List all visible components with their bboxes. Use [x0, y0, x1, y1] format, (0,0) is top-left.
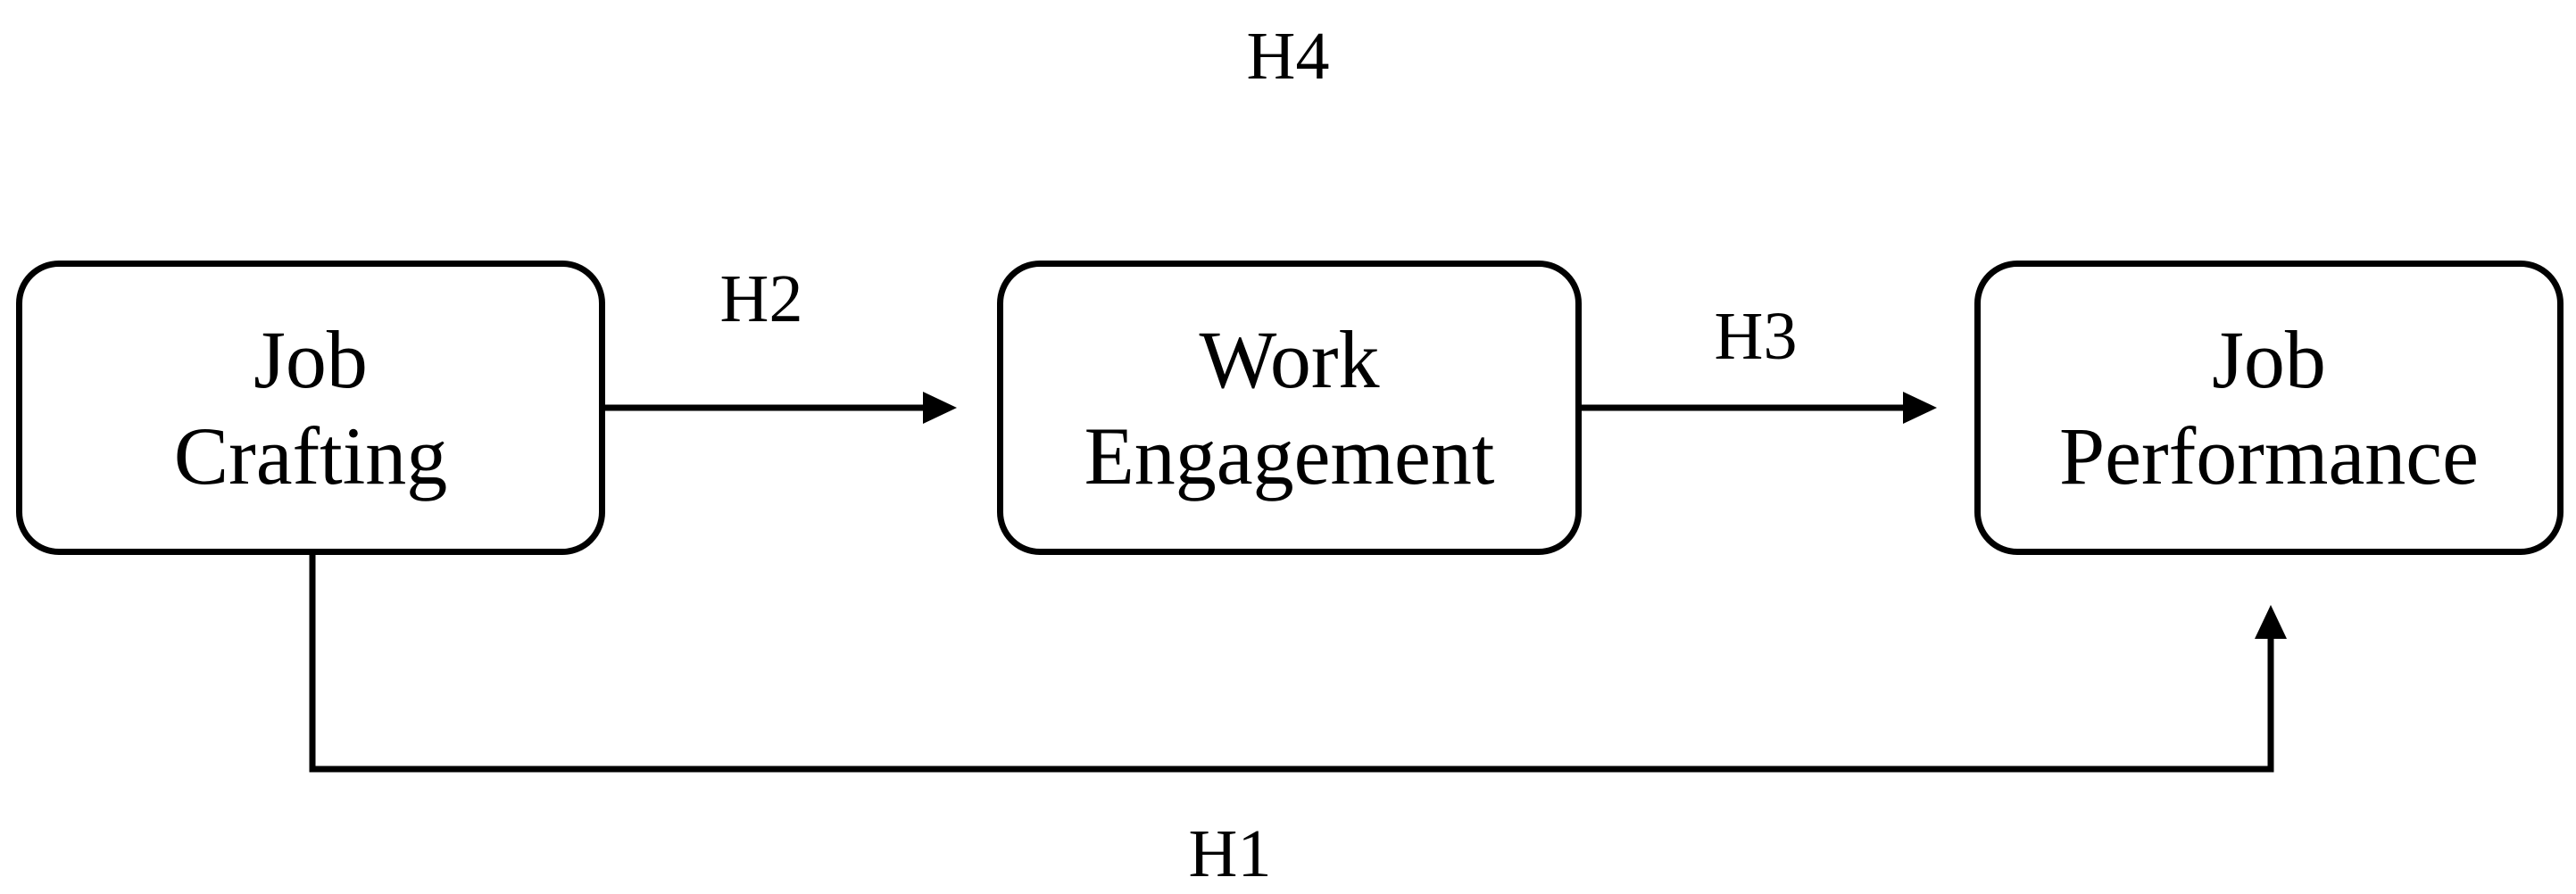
node-work-engagement-line-2: Engagement	[1084, 410, 1495, 501]
node-work-engagement: Work Engagement	[997, 261, 1582, 555]
arrow-h1	[309, 555, 2287, 773]
node-work-engagement-line-1: Work	[1199, 314, 1380, 405]
label-h1: H1	[1188, 816, 1272, 891]
node-job-crafting-line-2: Crafting	[173, 410, 448, 501]
label-h2: H2	[719, 261, 803, 336]
arrow-h1-path	[309, 555, 2274, 773]
node-job-crafting-line-1: Job	[253, 314, 368, 405]
arrow-h2	[605, 392, 957, 424]
arrow-h3-head	[1903, 392, 1937, 424]
node-job-crafting: Job Crafting	[16, 261, 605, 555]
node-job-performance-line-2: Performance	[2059, 410, 2479, 501]
label-h3: H3	[1714, 299, 1798, 374]
arrow-h1-head	[2255, 605, 2287, 639]
label-h4: H4	[1246, 19, 1330, 94]
node-job-performance-line-1: Job	[2212, 314, 2326, 405]
node-job-performance: Job Performance	[1974, 261, 2564, 555]
arrow-h2-head	[923, 392, 957, 424]
arrow-h3	[1582, 392, 1937, 424]
